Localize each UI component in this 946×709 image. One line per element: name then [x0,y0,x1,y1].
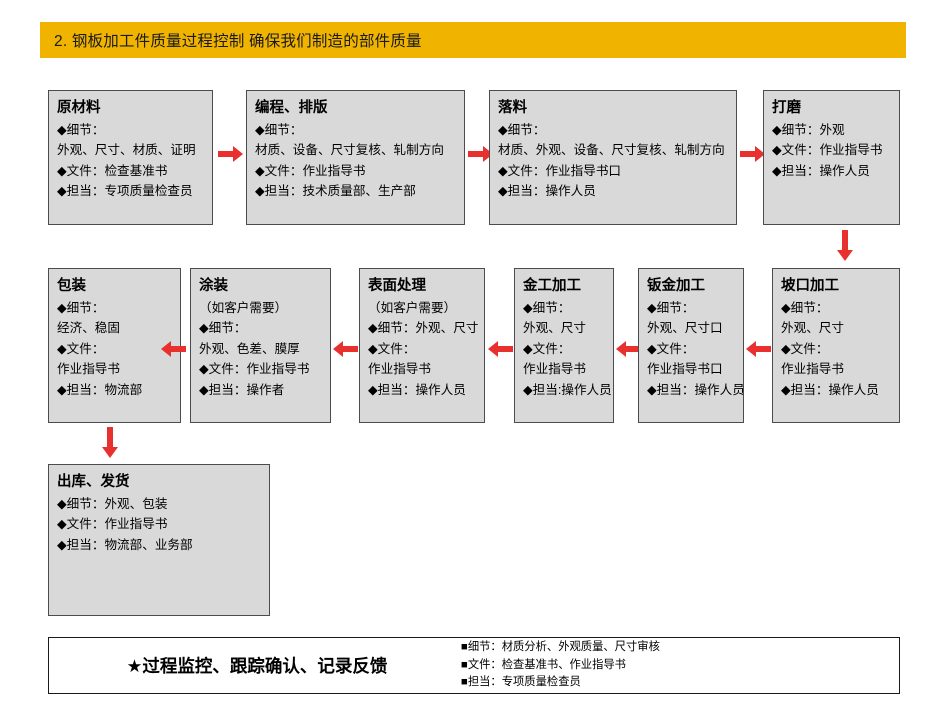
box-line: ◆文件：检查基准书 [57,163,168,178]
process-box-grinding[interactable]: 打磨 ◆细节：外观 ◆文件：作业指导书 ◆担当：操作人员 [763,90,900,225]
box-line: ◆文件：作业指导书 [772,143,883,158]
box-line: ◆文件：作业指导书 [255,163,366,178]
box-title: 落料 [498,100,527,116]
box-subtitle: （如客户需要） [199,301,288,316]
box-line: ◆细节： [498,123,546,138]
arrow-left-bevel-to-sheetmetal [745,340,771,358]
box-line: ◆文件： [368,341,416,356]
box-line: ◆担当:操作人员 [523,382,612,397]
box-line: 外观、尺寸 [523,321,586,336]
page-title: 2. 钢板加工件质量过程控制 确保我们制造的部件质量 [54,33,422,50]
arrow-left-sheetmetal-to-metalworking [615,340,641,358]
box-line: ◆担当：技术质量部、生产部 [255,184,416,199]
arrow-left-surface-to-painting [332,340,358,358]
box-line: 作业指导书 [368,362,431,377]
box-line: ◆文件：作业指导书 [57,517,168,532]
process-box-programming-layout[interactable]: 编程、排版 ◆细节： 材质、设备、尺寸复核、轧制方向 ◆文件：作业指导书 ◆担当… [246,90,465,225]
process-box-sheet-metal[interactable]: 钣金加工 ◆细节： 外观、尺寸口 ◆文件： 作业指导书口 ◆担当：操作人员 [638,268,744,423]
box-title: 坡口加工 [781,278,839,294]
arrow-right-blanking-to-grinding [740,145,766,163]
box-line: ◆担当：物流部、业务部 [57,537,193,552]
box-line: ◆细节：外观 [772,123,845,138]
box-line: 作业指导书 [781,362,844,377]
process-box-raw-material[interactable]: 原材料 ◆细节： 外观、尺寸、材质、证明 ◆文件：检查基准书 ◆担当：专项质量检… [48,90,213,225]
summary-items: ■细节：材质分析、外观质量、尺寸审核 ■文件：检查基准书、作业指导书 ■担当：专… [457,639,899,692]
box-line: 外观、尺寸 [781,321,844,336]
box-title: 表面处理 [368,278,426,294]
process-box-shipping[interactable]: 出库、发货 ◆细节：外观、包装 ◆文件：作业指导书 ◆担当：物流部、业务部 [48,464,270,616]
box-line: 外观、色差、膜厚 [199,341,300,356]
arrow-down-grinding-to-bevel [836,230,854,262]
box-line: ◆细节： [255,123,303,138]
box-line: 作业指导书口 [647,362,723,377]
box-line: ◆担当：操作者 [199,382,285,397]
box-title: 打磨 [772,100,801,116]
box-line: ◆文件：作业指导书 [199,362,310,377]
box-line: ◆细节： [523,301,571,316]
box-line: 外观、尺寸口 [647,321,723,336]
summary-panel: ★过程监控、跟踪确认、记录反馈 ■细节：材质分析、外观质量、尺寸审核 ■文件：检… [48,637,900,694]
process-box-painting[interactable]: 涂装 （如客户需要） ◆细节： 外观、色差、膜厚 ◆文件：作业指导书 ◆担当：操… [190,268,331,423]
box-subtitle: （如客户需要） [368,301,457,316]
box-line: ◆细节： [199,321,247,336]
box-line: ◆细节： [57,123,105,138]
box-line: 作业指导书 [523,362,586,377]
summary-item: ■文件：检查基准书、作业指导书 [461,658,626,671]
box-line: ◆文件： [647,341,695,356]
box-line: 作业指导书 [57,362,120,377]
box-title: 编程、排版 [255,100,328,116]
box-line: ◆担当：物流部 [57,382,143,397]
process-box-bevel-machining[interactable]: 坡口加工 ◆细节： 外观、尺寸 ◆文件： 作业指导书 ◆担当：操作人员 [772,268,900,423]
box-title: 出库、发货 [57,474,130,490]
box-line: ◆担当：操作人员 [498,184,596,199]
box-line: ◆文件： [57,341,105,356]
box-line: ◆细节： [781,301,829,316]
box-line: ◆文件： [781,341,829,356]
box-line: ◆担当：操作人员 [368,382,466,397]
box-line: ◆担当：操作人员 [647,382,744,397]
box-title: 钣金加工 [647,278,705,294]
box-line: ◆文件： [523,341,571,356]
arrow-left-metalworking-to-surface [487,340,513,358]
box-line: 外观、尺寸、材质、证明 [57,143,196,158]
box-line: ◆细节： [57,301,105,316]
arrow-down-packaging-to-shipping [101,427,119,459]
process-box-metalworking[interactable]: 金工加工 ◆细节： 外观、尺寸 ◆文件： 作业指导书 ◆担当:操作人员 [514,268,614,423]
arrow-right-raw-to-programming [218,145,244,163]
arrow-left-painting-to-packaging [160,340,186,358]
process-box-blanking[interactable]: 落料 ◆细节： 材质、外观、设备、尺寸复核、轧制方向 ◆文件：作业指导书口 ◆担… [489,90,737,225]
box-line: ◆细节：外观、尺寸 [368,321,479,336]
summary-item: ■担当：专项质量检查员 [461,676,581,689]
page-title-bar: 2. 钢板加工件质量过程控制 确保我们制造的部件质量 [40,22,906,58]
box-line: ◆担当：专项质量检查员 [57,184,193,199]
box-title: 金工加工 [523,278,581,294]
box-line: ◆担当：操作人员 [781,382,879,397]
summary-headline: ★过程监控、跟踪确认、记录反馈 [126,656,388,676]
box-title: 原材料 [57,100,101,116]
process-box-packaging[interactable]: 包装 ◆细节： 经济、稳固 ◆文件： 作业指导书 ◆担当：物流部 [48,268,181,423]
box-line: 经济、稳固 [57,321,120,336]
arrow-right-programming-to-blanking [468,145,494,163]
box-line: ◆细节： [647,301,695,316]
box-line: 材质、设备、尺寸复核、轧制方向 [255,143,444,158]
box-line: ◆细节：外观、包装 [57,497,168,512]
box-title: 包装 [57,278,86,294]
process-box-surface-treatment[interactable]: 表面处理 （如客户需要） ◆细节：外观、尺寸 ◆文件： 作业指导书 ◆担当：操作… [359,268,485,423]
summary-item: ■细节：材质分析、外观质量、尺寸审核 [461,641,660,654]
box-title: 涂装 [199,278,228,294]
box-line: ◆文件：作业指导书口 [498,163,622,178]
box-line: ◆担当：操作人员 [772,163,870,178]
box-line: 材质、外观、设备、尺寸复核、轧制方向 [498,143,725,158]
